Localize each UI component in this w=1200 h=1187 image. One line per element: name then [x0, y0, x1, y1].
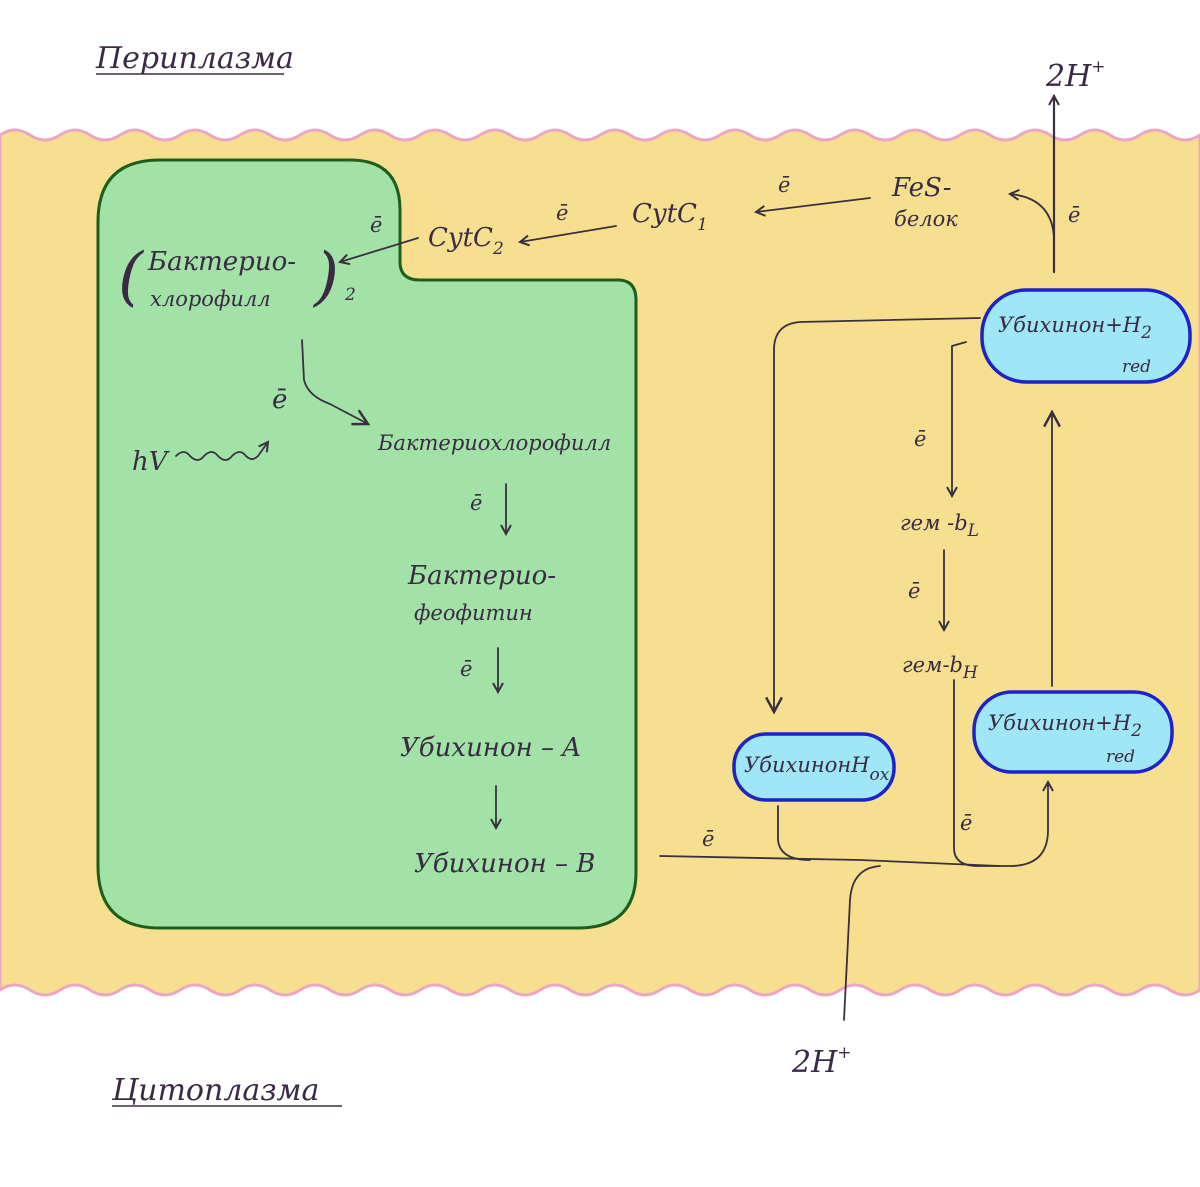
ubiquinol-bottom-label: Убихинон+H2: [988, 711, 1142, 741]
cytc2-label: CytC2: [428, 223, 504, 259]
ubiquinone-ox-pill: [732, 732, 896, 802]
ubiquinol-top-red: red: [1122, 357, 1151, 377]
electron-fes-cytc1: ē: [778, 173, 790, 197]
arrow-ubiquinol-to-fes: [1010, 194, 1055, 239]
line-ubiquinone-ox-to-junction: [777, 805, 811, 861]
electron-to-hem-bl: ē: [914, 427, 926, 451]
ubiquinol-top-label: Убихинон+H2: [998, 313, 1152, 343]
electron-excited: ē: [272, 385, 287, 415]
arrow-dimer-to-bchl: [301, 339, 368, 424]
electron-bchl-bphe: ē: [470, 491, 482, 515]
dimer-label: Бактерио-: [147, 247, 296, 277]
arrow-ubiquinol-to-ubiquinone-ox: [774, 317, 981, 712]
dimer-open-paren: (: [118, 240, 145, 314]
ubiquinone-ox-label: УбихинонHox: [744, 753, 890, 785]
electron-qb-junction: ē: [702, 827, 714, 851]
fes-label-line2: белок: [894, 207, 958, 231]
arrow-cytc1-to-cytc2: [520, 225, 617, 242]
reaction-center-box: [96, 158, 638, 930]
bchl-label: Бактериохлорофилл: [377, 431, 611, 455]
ubiquinol-top-pill: [980, 288, 1192, 384]
hem-bl-label: гем -bL: [900, 511, 979, 541]
cytc1-label: CytC1: [632, 199, 708, 235]
hem-bh-label: гем-bH: [902, 653, 979, 683]
arrow-hem-bh-to-ubiquinol-bottom: [953, 679, 1048, 867]
qa-label: Убихинон – A: [400, 733, 581, 763]
light-label: hV: [132, 447, 170, 477]
arrow-fes-to-cytc1: [756, 197, 871, 212]
protons-bottom-label: 2H+: [791, 1043, 852, 1080]
bphe-label-line2: феофитин: [414, 601, 533, 625]
fes-label: FeS-: [891, 173, 952, 203]
dimer-label-line2: хлорофилл: [150, 287, 271, 311]
electron-cytc2-dimer: ē: [370, 213, 382, 237]
protons-top-label: 2H+: [1045, 57, 1106, 94]
electron-bphe-qa: ē: [460, 657, 472, 681]
dimer-subscript: 2: [344, 285, 356, 305]
periplasm-label: Периплазма: [95, 41, 294, 76]
arrow-ubiquinol-to-hem-bl: [952, 341, 967, 496]
light-wave: [175, 442, 268, 461]
electron-hem-bh-ubiquinol: ē: [960, 811, 972, 835]
bphe-label: Бактерио-: [407, 561, 556, 591]
dimer-close-paren: ): [312, 240, 339, 314]
electron-to-hem-bh: ē: [908, 579, 920, 603]
electron-cytc1-cytc2: ē: [556, 201, 568, 225]
qb-label: Убихинон – B: [414, 849, 595, 879]
line-protons-bottom-uptake: [843, 865, 881, 1021]
line-qb-to-junction: [659, 855, 1001, 867]
electron-ubiquinol-fes: ē: [1068, 203, 1080, 227]
ubiquinol-bottom-red: red: [1106, 747, 1135, 767]
cytoplasm-label: Цитоплазма: [111, 1073, 319, 1108]
ubiquinol-bottom-pill: [972, 690, 1174, 774]
arrow-cytc2-to-dimer: [340, 237, 419, 262]
